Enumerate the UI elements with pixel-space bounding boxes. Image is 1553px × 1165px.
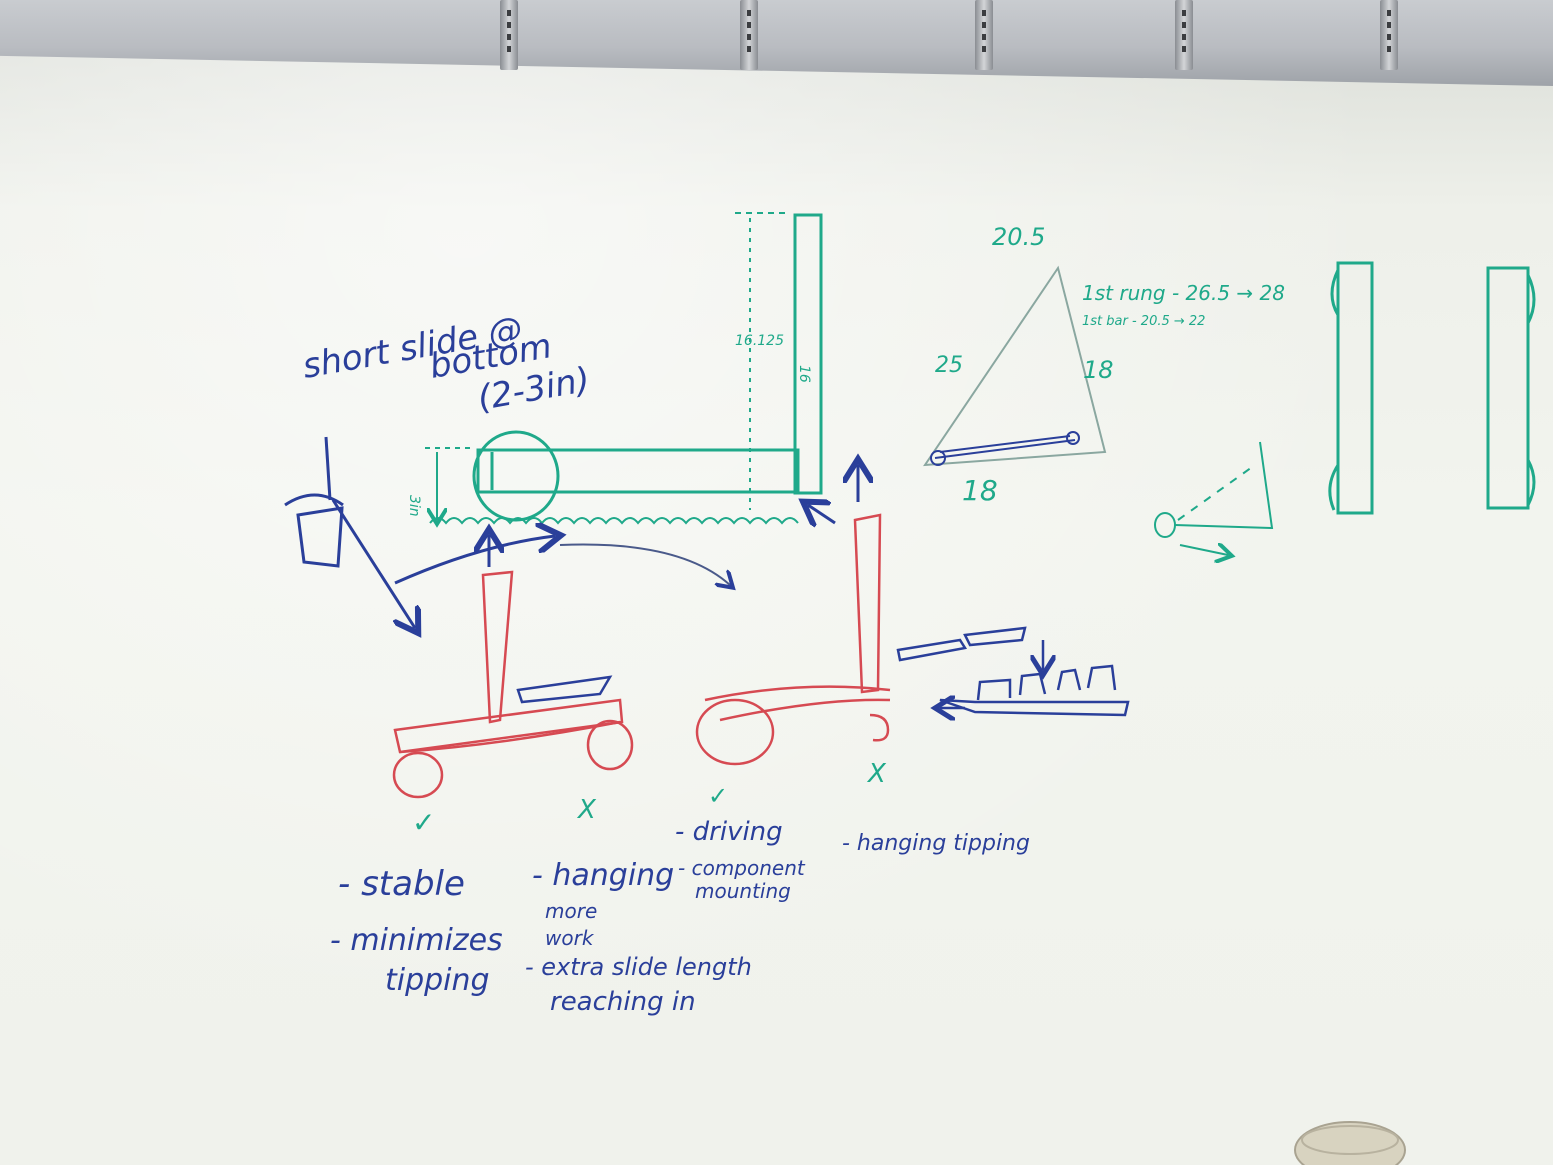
evaluation-marks: ✓ X ✓ X (412, 759, 887, 839)
note-col1-line3: tipping (385, 963, 490, 998)
note-col1-line1: - stable (338, 864, 465, 904)
triangle-sketch (923, 265, 1107, 467)
note-col2-line1: - hanging (532, 858, 674, 893)
note-col2-line4: - extra slide length (525, 953, 752, 981)
note-col1-line2: - minimizes (330, 923, 503, 958)
robot-sketch-1 (392, 570, 634, 799)
dim-16125: 16.125 (735, 333, 784, 349)
glass-jar (1294, 1121, 1406, 1165)
tri-right-label: 18 (1083, 356, 1114, 384)
vertical-rail (793, 213, 823, 495)
shelf-bracket (1380, 0, 1398, 70)
short-slide-note: short slide @ bottom (2-3in) (300, 309, 593, 419)
tri-left-label: 25 (935, 353, 963, 378)
note-col2-line5: reaching in (550, 987, 696, 1017)
cross-mark-1: X (576, 795, 597, 825)
bucket-sketch (284, 436, 858, 628)
shelf-bracket (1175, 0, 1193, 70)
slide-stack-sketch (896, 626, 1130, 715)
horizontal-rail (476, 448, 800, 494)
note-col2-line3: work (545, 926, 595, 950)
shelf-bracket (500, 0, 518, 70)
shelf-bracket (740, 0, 758, 70)
rung-line-2: 1st bar - 20.5 → 22 (1082, 314, 1205, 329)
robot-sketch-2 (695, 513, 891, 766)
angle-sketch (1154, 441, 1274, 555)
wheel-circle (472, 430, 560, 522)
slide-rail-sketch (425, 212, 823, 523)
note-col2-line2: more (545, 899, 597, 923)
note-col3-line1: - driving (675, 817, 783, 847)
rung-line-1: 1st rung - 26.5 → 28 (1082, 281, 1285, 305)
check-mark-2: ✓ (708, 782, 728, 810)
dimension-labels: 3in 16.125 16 20.5 25 18 18 1st rung - 2… (406, 223, 1285, 517)
note-col3-line3: mounting (695, 879, 791, 903)
check-mark-1: ✓ (412, 806, 435, 839)
note-col3-line2: - component (678, 856, 806, 880)
dim-16: 16 (796, 365, 812, 383)
note-col4-line1: - hanging tipping (842, 831, 1030, 856)
notes: - stable - minimizes tipping - hanging m… (330, 817, 1030, 1017)
tri-bottom-label: 18 (962, 474, 998, 507)
dim-3in: 3in (406, 495, 422, 517)
shelf-bracket (975, 0, 993, 70)
blue-plate (516, 675, 613, 704)
tri-top-label: 20.5 (992, 223, 1045, 251)
cross-mark-2: X (866, 759, 887, 789)
side-panels-sketch (1328, 261, 1536, 515)
